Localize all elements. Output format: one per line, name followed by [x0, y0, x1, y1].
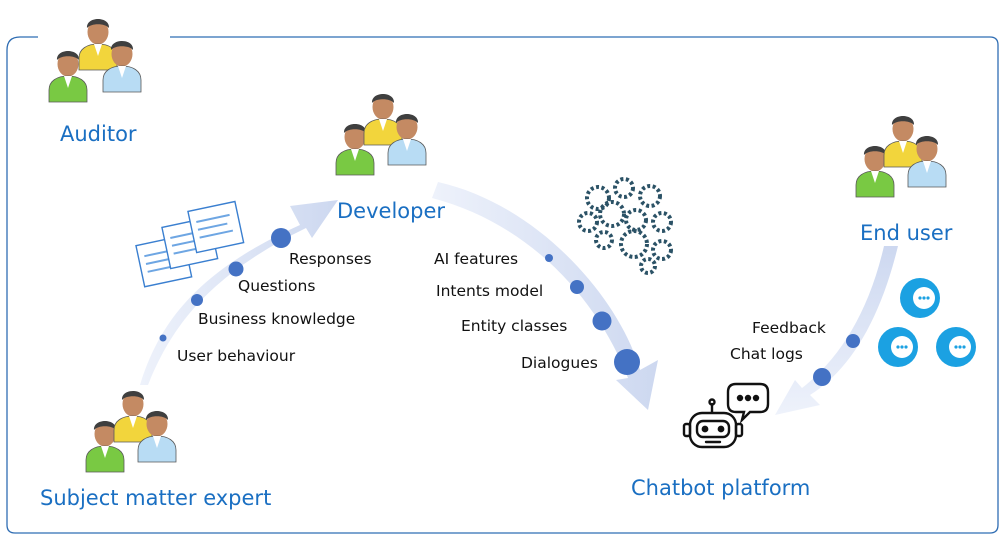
dot-entity-classes	[592, 311, 612, 331]
arrow-sme-to-developer	[140, 200, 338, 385]
label-responses: Responses	[289, 250, 372, 268]
dot-intents-model	[570, 280, 584, 294]
label-ai-features: AI features	[434, 250, 518, 268]
label-questions: Questions	[238, 277, 315, 295]
label-business-knowledge: Business knowledge	[198, 310, 355, 328]
end-user-label: End user	[860, 221, 953, 245]
label-user-behaviour: User behaviour	[177, 347, 296, 365]
developer-people-icon	[335, 93, 427, 176]
subject-matter-expert-label: Subject matter expert	[40, 486, 271, 510]
dot-questions	[228, 261, 244, 277]
diagram-frame	[6, 36, 999, 534]
dot-chat-logs	[813, 368, 831, 386]
chat-bubbles-icon	[878, 278, 976, 367]
dot-user-behaviour	[159, 334, 167, 342]
label-intents-model: Intents model	[436, 282, 543, 300]
dot-business-knowledge	[191, 294, 203, 306]
gears-brain-icon	[577, 177, 673, 275]
end-user-people-icon	[855, 115, 947, 198]
chatbot-platform-label: Chatbot platform	[631, 476, 810, 500]
dot-responses	[271, 228, 291, 248]
arrow-developer-to-platform	[432, 182, 658, 410]
label-chat-logs: Chat logs	[730, 345, 803, 363]
label-dialogues: Dialogues	[521, 354, 598, 372]
dot-ai-features	[545, 254, 553, 262]
documents-icon	[135, 200, 245, 288]
chatbot-icon	[682, 382, 770, 449]
dot-feedback	[846, 334, 860, 348]
developer-label: Developer	[337, 199, 445, 223]
dot-dialogues	[614, 349, 640, 375]
label-feedback: Feedback	[752, 319, 826, 337]
arrow-enduser-to-platform	[775, 246, 898, 415]
sme-people-icon	[85, 390, 177, 473]
label-entity-classes: Entity classes	[461, 317, 567, 335]
auditor-label: Auditor	[60, 122, 137, 146]
auditor-people-icon	[48, 18, 142, 103]
